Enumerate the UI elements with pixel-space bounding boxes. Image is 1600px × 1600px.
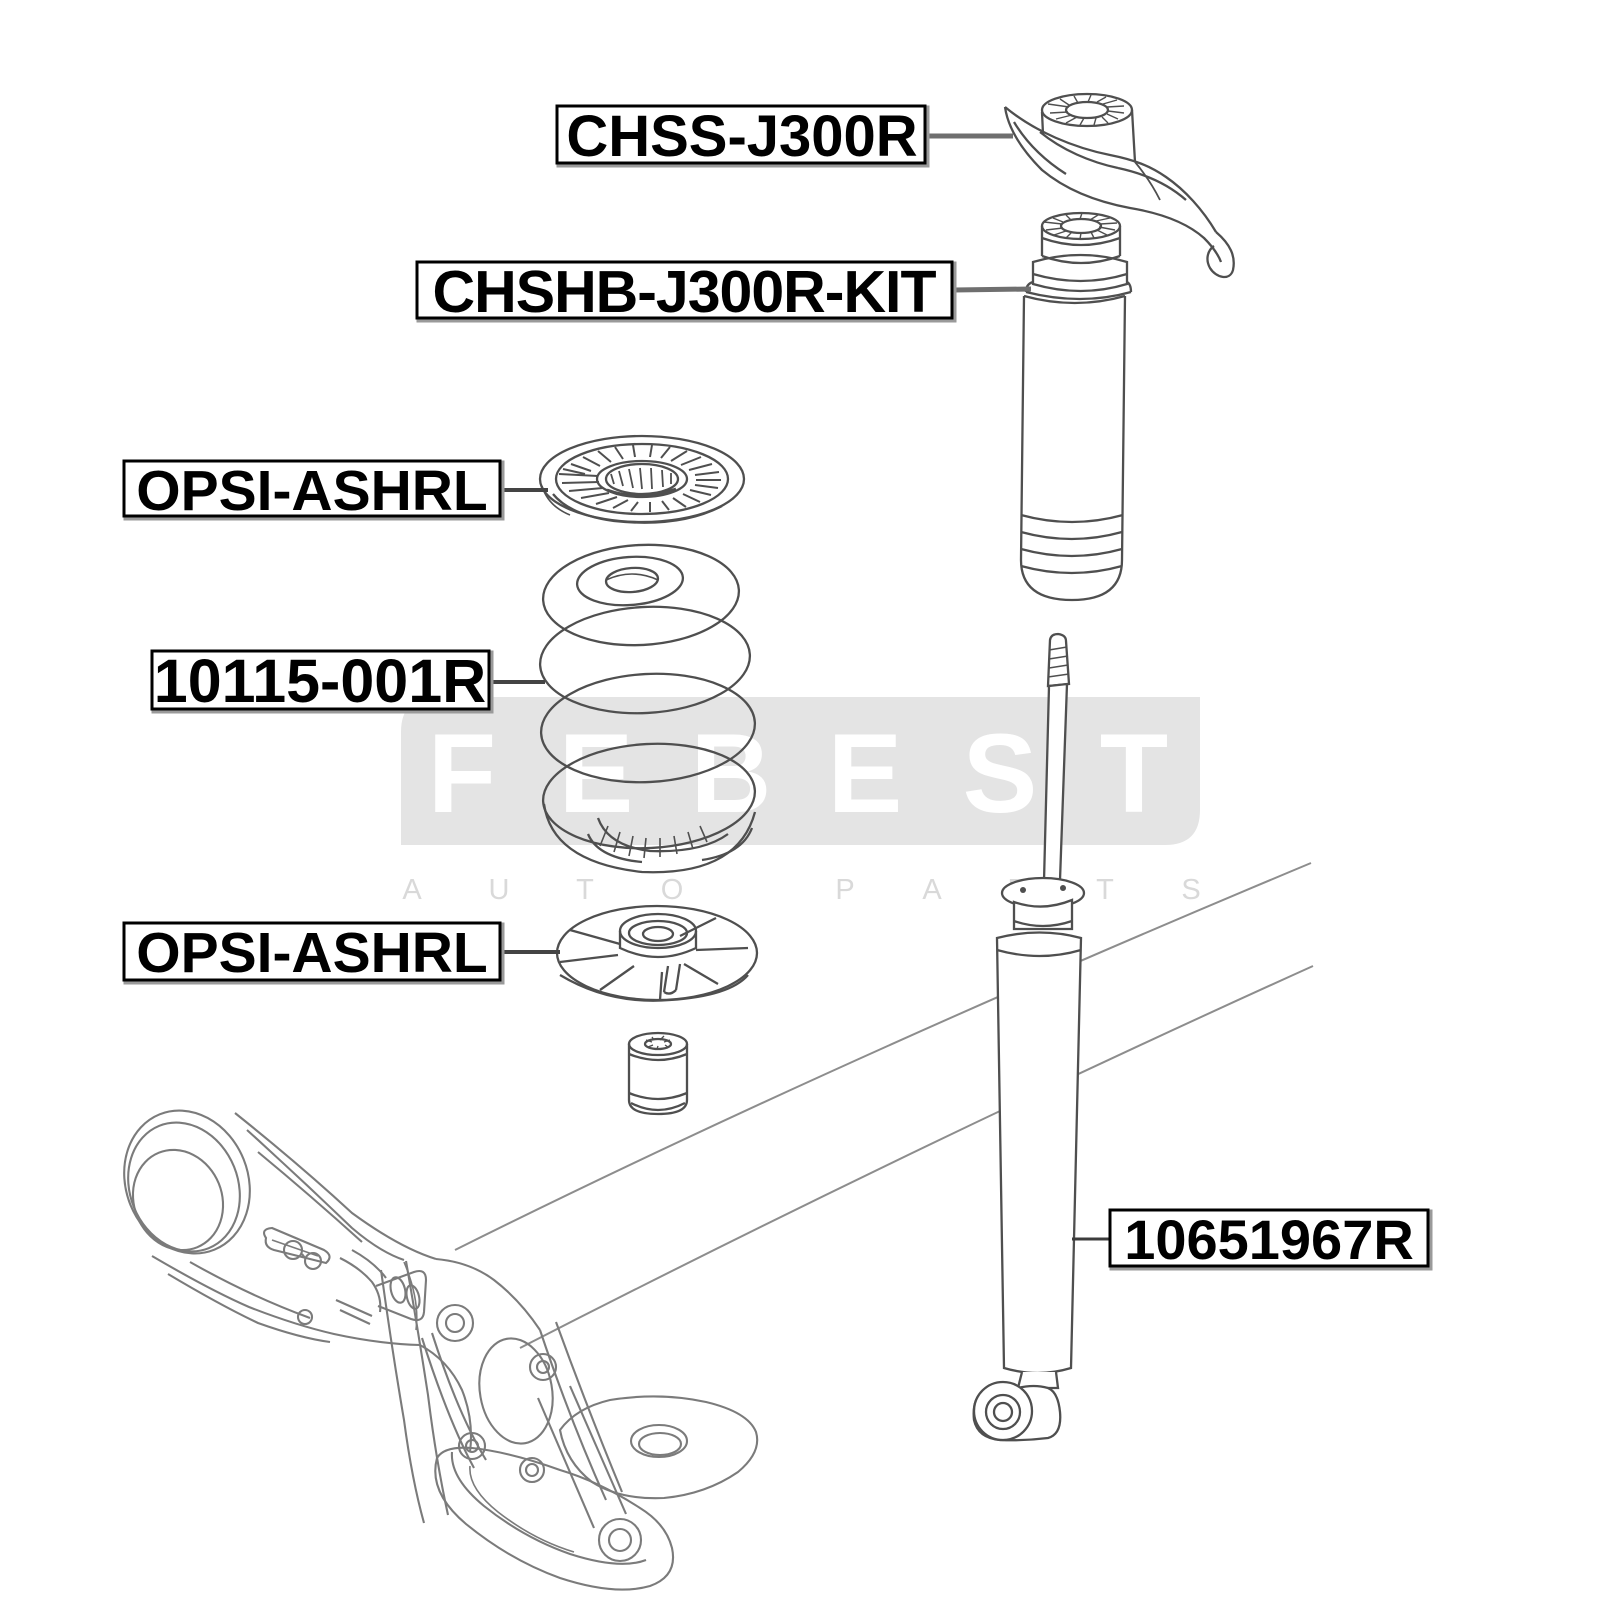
svg-text:E: E [559, 711, 634, 836]
svg-text:OPSI-ASHRL: OPSI-ASHRL [136, 459, 488, 523]
svg-text:S: S [963, 711, 1038, 836]
svg-text:S: S [1181, 874, 1200, 906]
svg-text:CHSS-J300R: CHSS-J300R [566, 104, 917, 169]
svg-text:E: E [828, 711, 903, 836]
svg-text:A: A [922, 874, 942, 906]
svg-text:F: F [428, 711, 496, 836]
svg-text:T: T [1100, 711, 1168, 836]
svg-text:T: T [576, 874, 594, 906]
svg-text:T: T [1096, 874, 1114, 906]
svg-text:10115-001R: 10115-001R [154, 647, 486, 715]
svg-text:CHSHB-J300R-KIT: CHSHB-J300R-KIT [433, 259, 937, 325]
svg-text:O: O [661, 874, 684, 906]
svg-text:P: P [835, 874, 854, 906]
svg-text:B: B [691, 711, 772, 836]
svg-text:A: A [402, 874, 422, 906]
svg-text:U: U [489, 874, 510, 906]
svg-text:OPSI-ASHRL: OPSI-ASHRL [136, 921, 488, 985]
svg-text:10651967R: 10651967R [1124, 1208, 1414, 1271]
